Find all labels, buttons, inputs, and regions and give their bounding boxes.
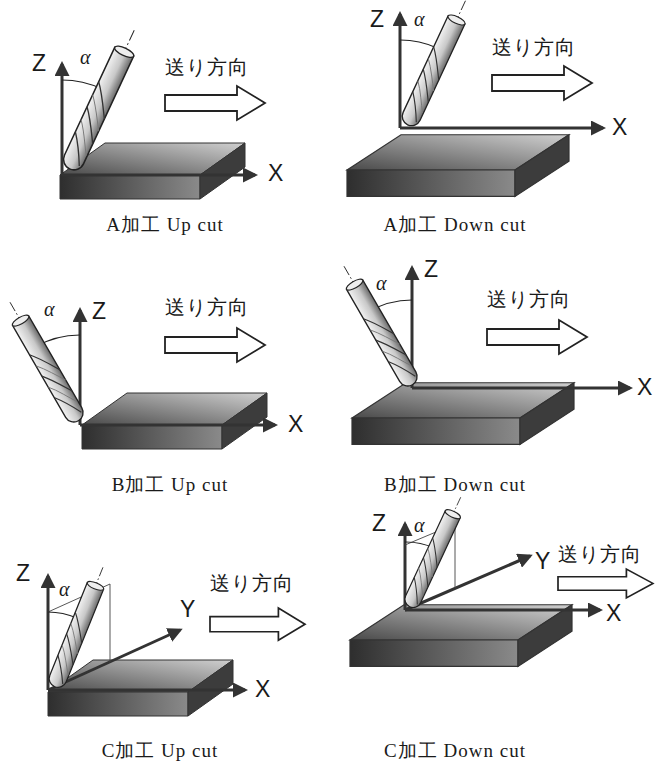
angle-label: α — [44, 298, 55, 321]
panel-a-up — [60, 26, 265, 199]
angle-label: α — [414, 514, 425, 537]
axis-label: Z — [16, 560, 30, 586]
axis-label: Z — [424, 256, 438, 282]
angle-label: α — [80, 46, 91, 69]
axis-label: Z — [372, 510, 386, 536]
panel-c-down — [350, 494, 653, 667]
feed-direction-label: 送り方向 — [558, 543, 642, 566]
axis-label: X — [637, 374, 652, 400]
panel-caption: C加工 Down cut — [384, 740, 526, 762]
angle-label: α — [59, 578, 70, 601]
axis-label: Y — [180, 596, 195, 622]
panel-caption: B加工 Down cut — [384, 474, 526, 496]
feed-direction-label: 送り方向 — [487, 288, 571, 311]
panel-c-up — [47, 564, 305, 716]
angle-label: α — [414, 8, 425, 31]
axis-label: X — [255, 676, 270, 702]
axis-label: X — [606, 600, 621, 626]
feed-direction-label: 送り方向 — [165, 296, 249, 319]
panel-a-down — [347, 0, 603, 196]
axis-label: X — [612, 114, 627, 140]
panel-caption: A加工 Up cut — [106, 214, 224, 236]
axis-label: X — [288, 411, 303, 437]
feed-direction-label: 送り方向 — [165, 56, 249, 79]
axis-label: X — [268, 160, 283, 186]
angle-label: α — [376, 272, 387, 295]
axis-label: Y — [535, 548, 550, 574]
panel-caption: C加工 Up cut — [102, 740, 219, 762]
panel-caption: A加工 Down cut — [384, 214, 527, 236]
feed-direction-label: 送り方向 — [492, 36, 576, 59]
axis-label: Z — [92, 298, 106, 324]
panel-b-down — [336, 262, 630, 445]
panel-caption: B加工 Up cut — [112, 474, 229, 496]
panel-b-up — [2, 298, 275, 449]
axis-label: Z — [370, 6, 384, 32]
feed-direction-label: 送り方向 — [210, 572, 294, 595]
axis-label: Z — [32, 50, 46, 76]
